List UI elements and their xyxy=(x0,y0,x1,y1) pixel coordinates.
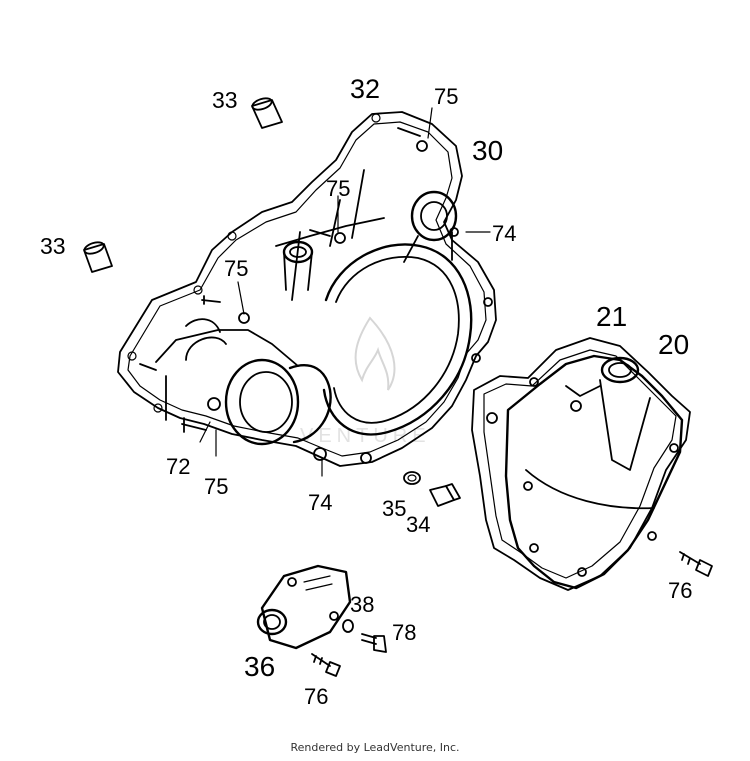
washer xyxy=(403,471,421,485)
drain-plug xyxy=(429,483,461,507)
callout-33-upper: 33 xyxy=(212,87,238,113)
callout-78: 78 xyxy=(392,620,416,645)
callout-75-middle: 75 xyxy=(326,176,350,201)
crankcase-half xyxy=(117,111,497,467)
callout-76-right: 76 xyxy=(668,578,692,603)
o-ring xyxy=(342,619,354,633)
callout-32: 32 xyxy=(350,74,380,104)
callout-33-lower: 33 xyxy=(40,233,66,259)
clutch-cover xyxy=(471,337,691,591)
callout-30: 30 xyxy=(472,135,503,166)
callout-38: 38 xyxy=(350,592,374,617)
callout-74-lower: 74 xyxy=(308,490,332,515)
screw-78 xyxy=(361,633,387,653)
dowel-sleeve-upper xyxy=(251,97,283,129)
callout-36: 36 xyxy=(244,651,275,682)
callout-76-bottom: 76 xyxy=(304,684,328,709)
screw-76-right xyxy=(679,551,713,577)
callout-75-left: 75 xyxy=(224,256,248,281)
callout-20: 20 xyxy=(658,329,689,360)
dowel-sleeve-lower xyxy=(83,241,113,273)
render-credit: Rendered by LeadVenture, Inc. xyxy=(290,741,460,754)
callout-34: 34 xyxy=(406,512,430,537)
callout-75-bottom: 75 xyxy=(204,474,228,499)
leader-lines xyxy=(199,107,491,477)
callout-72: 72 xyxy=(166,454,190,479)
callout-35: 35 xyxy=(382,496,406,521)
callout-21: 21 xyxy=(596,301,627,332)
water-pump-cover xyxy=(256,564,352,650)
screw-76-lower xyxy=(311,653,341,677)
callout-74-upper: 74 xyxy=(492,221,516,246)
callout-75-top: 75 xyxy=(434,84,458,109)
